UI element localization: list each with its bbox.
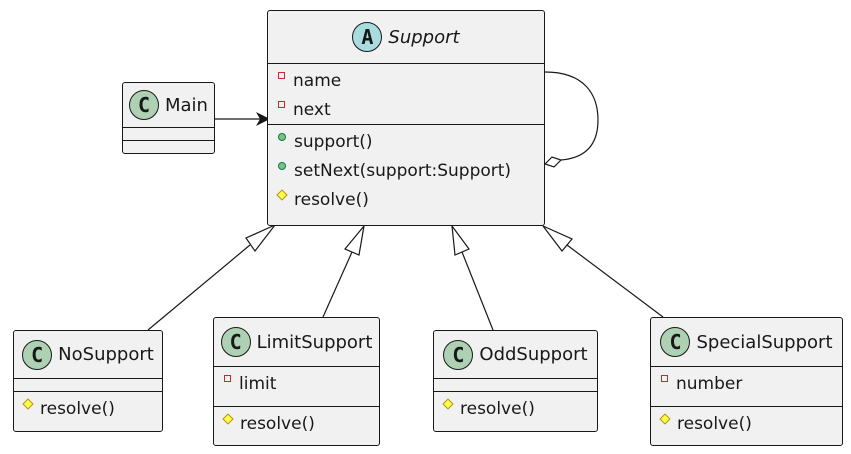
method-label: support() xyxy=(294,131,373,152)
generalization-specialsupport xyxy=(566,244,664,318)
method-list: resolve() xyxy=(651,406,842,440)
class-header: C OddSupport xyxy=(434,331,597,378)
class-specialsupport[interactable]: C SpecialSupport number resolve() xyxy=(650,317,843,446)
method-label: resolve() xyxy=(677,413,752,434)
generalization-limitsupport xyxy=(322,251,353,318)
class-badge-icon: C xyxy=(22,339,53,370)
method-item: resolve() xyxy=(659,409,842,438)
class-badge-icon: C xyxy=(443,339,474,370)
generalization-arrowhead-nosupport xyxy=(245,224,276,253)
class-support[interactable]: A Support name next support() setNext(su… xyxy=(267,10,545,226)
generalization-arrowhead-limitsupport xyxy=(344,223,365,256)
field-list: limit xyxy=(214,366,379,406)
method-label: resolve() xyxy=(40,398,115,419)
class-nosupport[interactable]: C NoSupport resolve() xyxy=(13,330,163,432)
method-label: resolve() xyxy=(240,413,315,434)
method-label: resolve() xyxy=(294,189,369,210)
class-header: A Support xyxy=(268,11,544,63)
field-label: next xyxy=(293,99,331,120)
method-label: resolve() xyxy=(460,398,535,419)
method-list: resolve() xyxy=(14,391,162,425)
class-header: C LimitSupport xyxy=(214,318,379,366)
class-name: OddSupport xyxy=(479,344,588,365)
private-icon xyxy=(278,72,285,79)
generalization-arrowhead-oddsupport xyxy=(451,223,470,256)
field-list: number xyxy=(651,366,842,406)
protected-icon xyxy=(276,188,288,201)
field-item: limit xyxy=(224,369,379,398)
association-arrowhead xyxy=(256,112,270,126)
class-header: C SpecialSupport xyxy=(651,318,842,366)
class-name: Support xyxy=(388,26,460,48)
class-name: NoSupport xyxy=(58,344,154,365)
method-list: support() setNext(support:Support) resol… xyxy=(268,124,544,216)
public-icon xyxy=(278,132,286,141)
method-item: resolve() xyxy=(276,185,544,214)
protected-icon xyxy=(222,412,234,425)
class-header: C Main xyxy=(123,83,214,127)
protected-icon xyxy=(659,412,671,425)
field-label: limit xyxy=(239,373,277,394)
generalization-oddsupport xyxy=(461,251,494,331)
method-item: resolve() xyxy=(22,394,162,423)
class-header: C NoSupport xyxy=(14,331,162,378)
class-limitsupport[interactable]: C LimitSupport limit resolve() xyxy=(213,317,380,446)
private-icon xyxy=(278,101,285,108)
generalization-arrowhead-specialsupport xyxy=(542,225,573,252)
class-name: Main xyxy=(165,94,208,116)
field-item: name xyxy=(278,66,544,95)
generalization-nosupport xyxy=(147,244,251,331)
class-badge-icon: C xyxy=(220,327,251,357)
aggregation-diamond xyxy=(543,156,563,168)
method-label: setNext(support:Support) xyxy=(294,160,512,181)
method-list: resolve() xyxy=(434,391,597,425)
class-oddsupport[interactable]: C OddSupport resolve() xyxy=(433,330,598,432)
aggregation-self-support xyxy=(544,71,599,161)
field-label: number xyxy=(676,373,743,394)
class-name: SpecialSupport xyxy=(696,331,833,353)
private-icon xyxy=(224,375,231,382)
protected-icon xyxy=(22,397,34,410)
divider xyxy=(123,127,214,140)
method-item: resolve() xyxy=(222,409,379,438)
field-item: next xyxy=(278,95,544,124)
class-main[interactable]: C Main xyxy=(122,82,215,154)
field-list: name next xyxy=(268,63,544,124)
class-name: LimitSupport xyxy=(256,331,373,353)
divider xyxy=(434,378,597,391)
field-label: name xyxy=(293,70,342,91)
class-badge-icon: C xyxy=(129,90,159,120)
class-badge-icon: C xyxy=(660,327,691,357)
protected-icon xyxy=(442,397,454,410)
method-list: resolve() xyxy=(214,406,379,440)
private-icon xyxy=(661,375,668,382)
divider xyxy=(123,140,214,141)
field-item: number xyxy=(661,369,842,398)
method-item: support() xyxy=(278,127,544,156)
method-item: resolve() xyxy=(442,394,597,423)
abstract-badge-icon: A xyxy=(352,22,383,52)
method-item: setNext(support:Support) xyxy=(278,156,544,185)
public-icon xyxy=(278,161,286,170)
divider xyxy=(14,378,162,391)
